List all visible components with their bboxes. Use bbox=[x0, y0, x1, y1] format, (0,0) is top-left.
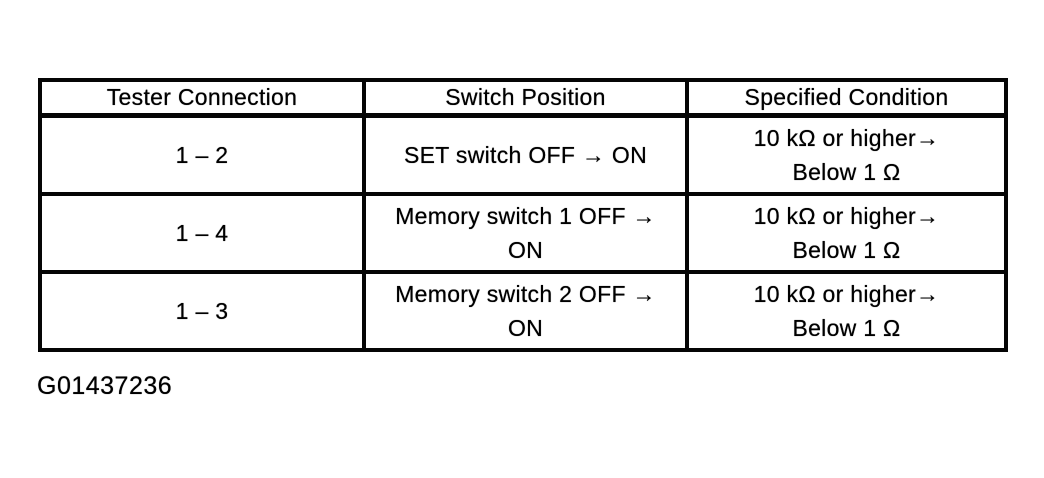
cell-switch-position: SET switch OFF → ON bbox=[362, 113, 689, 196]
cell-specified-condition: 10 kΩ or higher→ Below 1 Ω bbox=[685, 270, 1008, 352]
table-row: 1 – 2 SET switch OFF → ON 10 kΩ or highe… bbox=[38, 113, 1008, 196]
cell-switch-position: Memory switch 1 OFF → ON bbox=[362, 192, 689, 274]
table-row: 1 – 3 Memory switch 2 OFF → ON 10 kΩ or … bbox=[38, 270, 1008, 352]
cell-tester-connection: 1 – 4 bbox=[38, 192, 366, 274]
figure-id-code: G01437236 bbox=[37, 372, 173, 400]
cell-switch-position: Memory switch 2 OFF → ON bbox=[362, 270, 689, 352]
cell-tester-connection: 1 – 2 bbox=[38, 113, 366, 196]
cell-specified-condition: 10 kΩ or higher→ Below 1 Ω bbox=[685, 192, 1008, 274]
cell-specified-condition: 10 kΩ or higher→ Below 1 Ω bbox=[685, 113, 1008, 196]
header-switch-position: Switch Position bbox=[362, 78, 689, 118]
table-row: 1 – 4 Memory switch 1 OFF → ON 10 kΩ or … bbox=[38, 192, 1008, 274]
specification-table: Tester Connection Switch Position Specif… bbox=[38, 78, 1008, 352]
cell-tester-connection: 1 – 3 bbox=[38, 270, 366, 352]
header-tester-connection: Tester Connection bbox=[38, 78, 366, 118]
header-specified-condition: Specified Condition bbox=[685, 78, 1008, 118]
table-header-row: Tester Connection Switch Position Specif… bbox=[38, 78, 1008, 118]
